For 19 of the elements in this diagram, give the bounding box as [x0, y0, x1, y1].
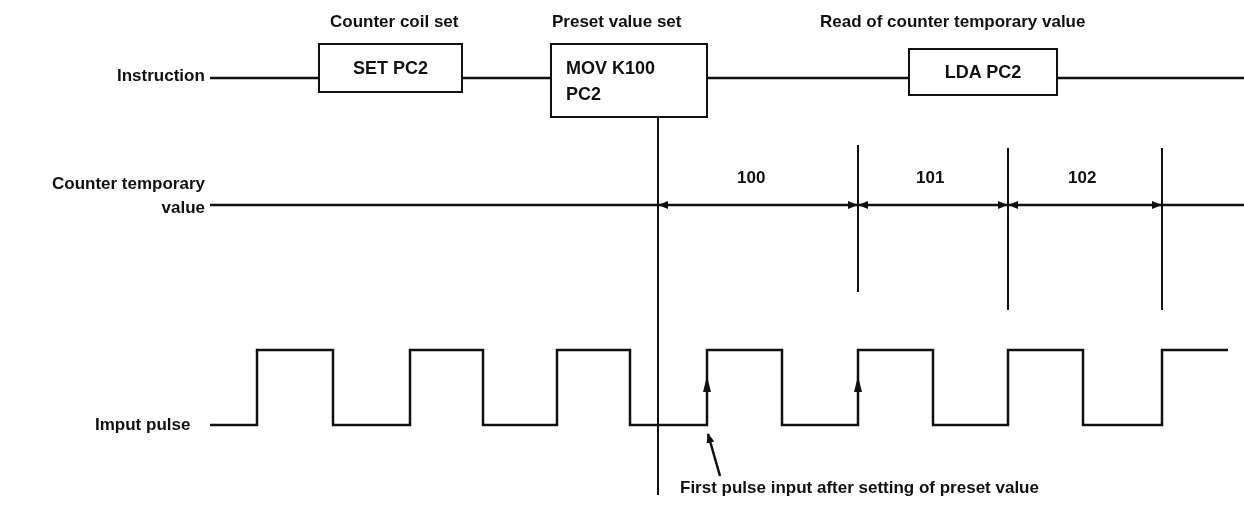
signal-line — [210, 76, 318, 80]
heading-text: Read of counter temporary value — [820, 12, 1086, 32]
annotation-text: First pulse input after setting of preset value — [680, 478, 1039, 498]
signal-line — [1058, 76, 1244, 80]
value-label: 100 — [737, 168, 766, 188]
instruction-box: MOV K100 PC2 — [550, 43, 708, 118]
instruction-box: LDA PC2 — [908, 48, 1058, 96]
instruction-box: SET PC2 — [318, 43, 463, 93]
heading-text: Preset value set — [552, 12, 682, 32]
row-label: Counter temporary value — [50, 173, 205, 219]
row-label: Imput pulse — [95, 415, 191, 435]
signal-line — [463, 76, 550, 80]
heading-text: Counter coil set — [330, 12, 459, 32]
value-label: 101 — [916, 168, 945, 188]
pulse-waveform-drawing — [210, 348, 1228, 427]
value-label: 102 — [1068, 168, 1097, 188]
leader-line — [706, 433, 722, 477]
row-label: Instruction — [117, 66, 205, 86]
signal-line — [708, 76, 908, 80]
